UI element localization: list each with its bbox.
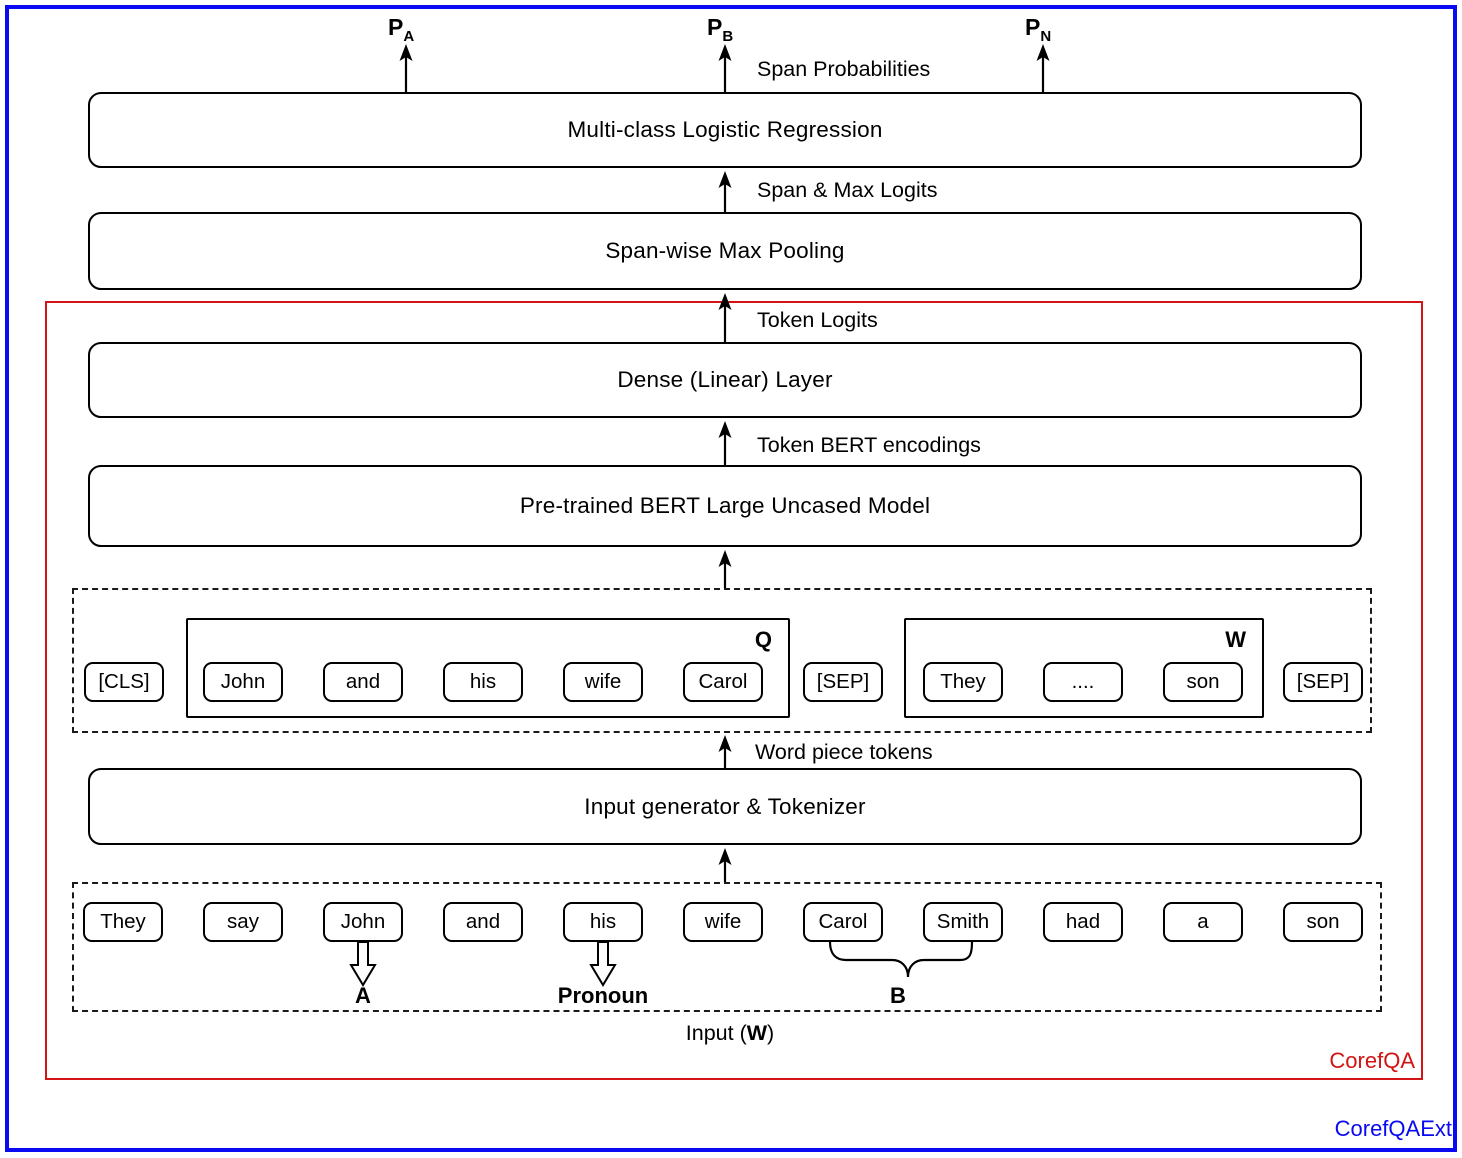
token-w-son: son [1163, 662, 1243, 702]
input-caption-prefix: Input ( [685, 1021, 747, 1045]
output-head-pb: PB [707, 14, 733, 45]
span-probabilities-label: Span Probabilities [757, 57, 931, 81]
token-q-wife: wife [563, 662, 643, 702]
token-q-and: and [323, 662, 403, 702]
bert-model-label: Pre-trained BERT Large Uncased Model [519, 493, 931, 518]
token-q-john: John [203, 662, 283, 702]
arrow-up-pn-icon [1036, 44, 1050, 92]
pn-subscript: N [1040, 28, 1052, 45]
arrow-token-bert-encodings-icon [718, 421, 732, 465]
corefqaext-frame-label: CorefQAExt [1334, 1116, 1452, 1141]
annotation-b-label: B [890, 983, 906, 1008]
q-group-label: Q [754, 627, 772, 652]
token-bert-encodings-label: Token BERT encodings [757, 433, 981, 457]
spanwise-max-pooling-label: Span-wise Max Pooling [605, 238, 845, 263]
pn-symbol: P [1025, 14, 1041, 40]
pa-subscript: A [403, 28, 415, 45]
annotation-pronoun-label: Pronoun [557, 983, 649, 1008]
pa-symbol: P [388, 14, 404, 40]
token-w-ellipsis: .... [1043, 662, 1123, 702]
arrow-wordpieces-to-bert-icon [718, 550, 732, 588]
w-group-label: W [1225, 627, 1246, 652]
arrow-token-logits-icon [718, 293, 732, 342]
multiclass-logistic-regression-box: Multi-class Logistic Regression [88, 92, 1362, 168]
token-q-carol: Carol [683, 662, 763, 702]
token-sep-1: [SEP] [803, 662, 883, 702]
annotation-a-label: A [355, 983, 371, 1008]
arrow-word-piece-tokens-icon [718, 735, 732, 768]
corefqa-frame-label: CorefQA [1329, 1048, 1415, 1073]
input-caption-w: W [746, 1021, 768, 1045]
output-head-pn: PN [1025, 14, 1051, 45]
token-w-they: They [923, 662, 1003, 702]
dense-linear-layer-box: Dense (Linear) Layer [88, 342, 1362, 418]
arrow-up-pa-icon [399, 44, 413, 92]
input-token-say: say [203, 902, 283, 942]
input-token-a: a [1163, 902, 1243, 942]
span-max-logits-label: Span & Max Logits [757, 178, 938, 202]
input-generator-tokenizer-label: Input generator & Tokenizer [584, 793, 866, 819]
brace-b-icon [828, 940, 974, 978]
corefqaext-frame [5, 5, 1457, 1152]
input-token-son: son [1283, 902, 1363, 942]
input-token-wife: wife [683, 902, 763, 942]
input-token-his: his [563, 902, 643, 942]
input-token-and: and [443, 902, 523, 942]
pb-symbol: P [707, 14, 723, 40]
arrow-span-max-logits-icon [718, 171, 732, 212]
input-caption: Input (W) [630, 1021, 830, 1046]
input-generator-tokenizer-box: Input generator & Tokenizer [88, 768, 1362, 845]
hollow-arrow-pronoun-icon [589, 941, 617, 987]
input-token-had: had [1043, 902, 1123, 942]
dense-linear-layer-label: Dense (Linear) Layer [617, 367, 833, 392]
input-token-they: They [83, 902, 163, 942]
arrow-input-to-tokenizer-icon [718, 848, 732, 882]
arrow-up-pb-icon [718, 44, 732, 92]
corefqa-frame [45, 301, 1423, 1080]
input-caption-suffix: ) [767, 1021, 775, 1045]
input-token-carol: Carol [803, 902, 883, 942]
hollow-arrow-a-icon [349, 941, 377, 987]
output-head-pa: PA [388, 14, 414, 45]
bert-model-box: Pre-trained BERT Large Uncased Model [88, 465, 1362, 547]
input-token-john: John [323, 902, 403, 942]
multiclass-logistic-regression-label: Multi-class Logistic Regression [567, 117, 883, 142]
token-logits-label: Token Logits [757, 308, 878, 332]
input-token-smith: Smith [923, 902, 1003, 942]
token-cls: [CLS] [84, 662, 164, 702]
token-sep-2: [SEP] [1283, 662, 1363, 702]
pb-subscript: B [722, 28, 734, 45]
token-q-his: his [443, 662, 523, 702]
spanwise-max-pooling-box: Span-wise Max Pooling [88, 212, 1362, 290]
word-piece-tokens-label: Word piece tokens [755, 740, 933, 764]
